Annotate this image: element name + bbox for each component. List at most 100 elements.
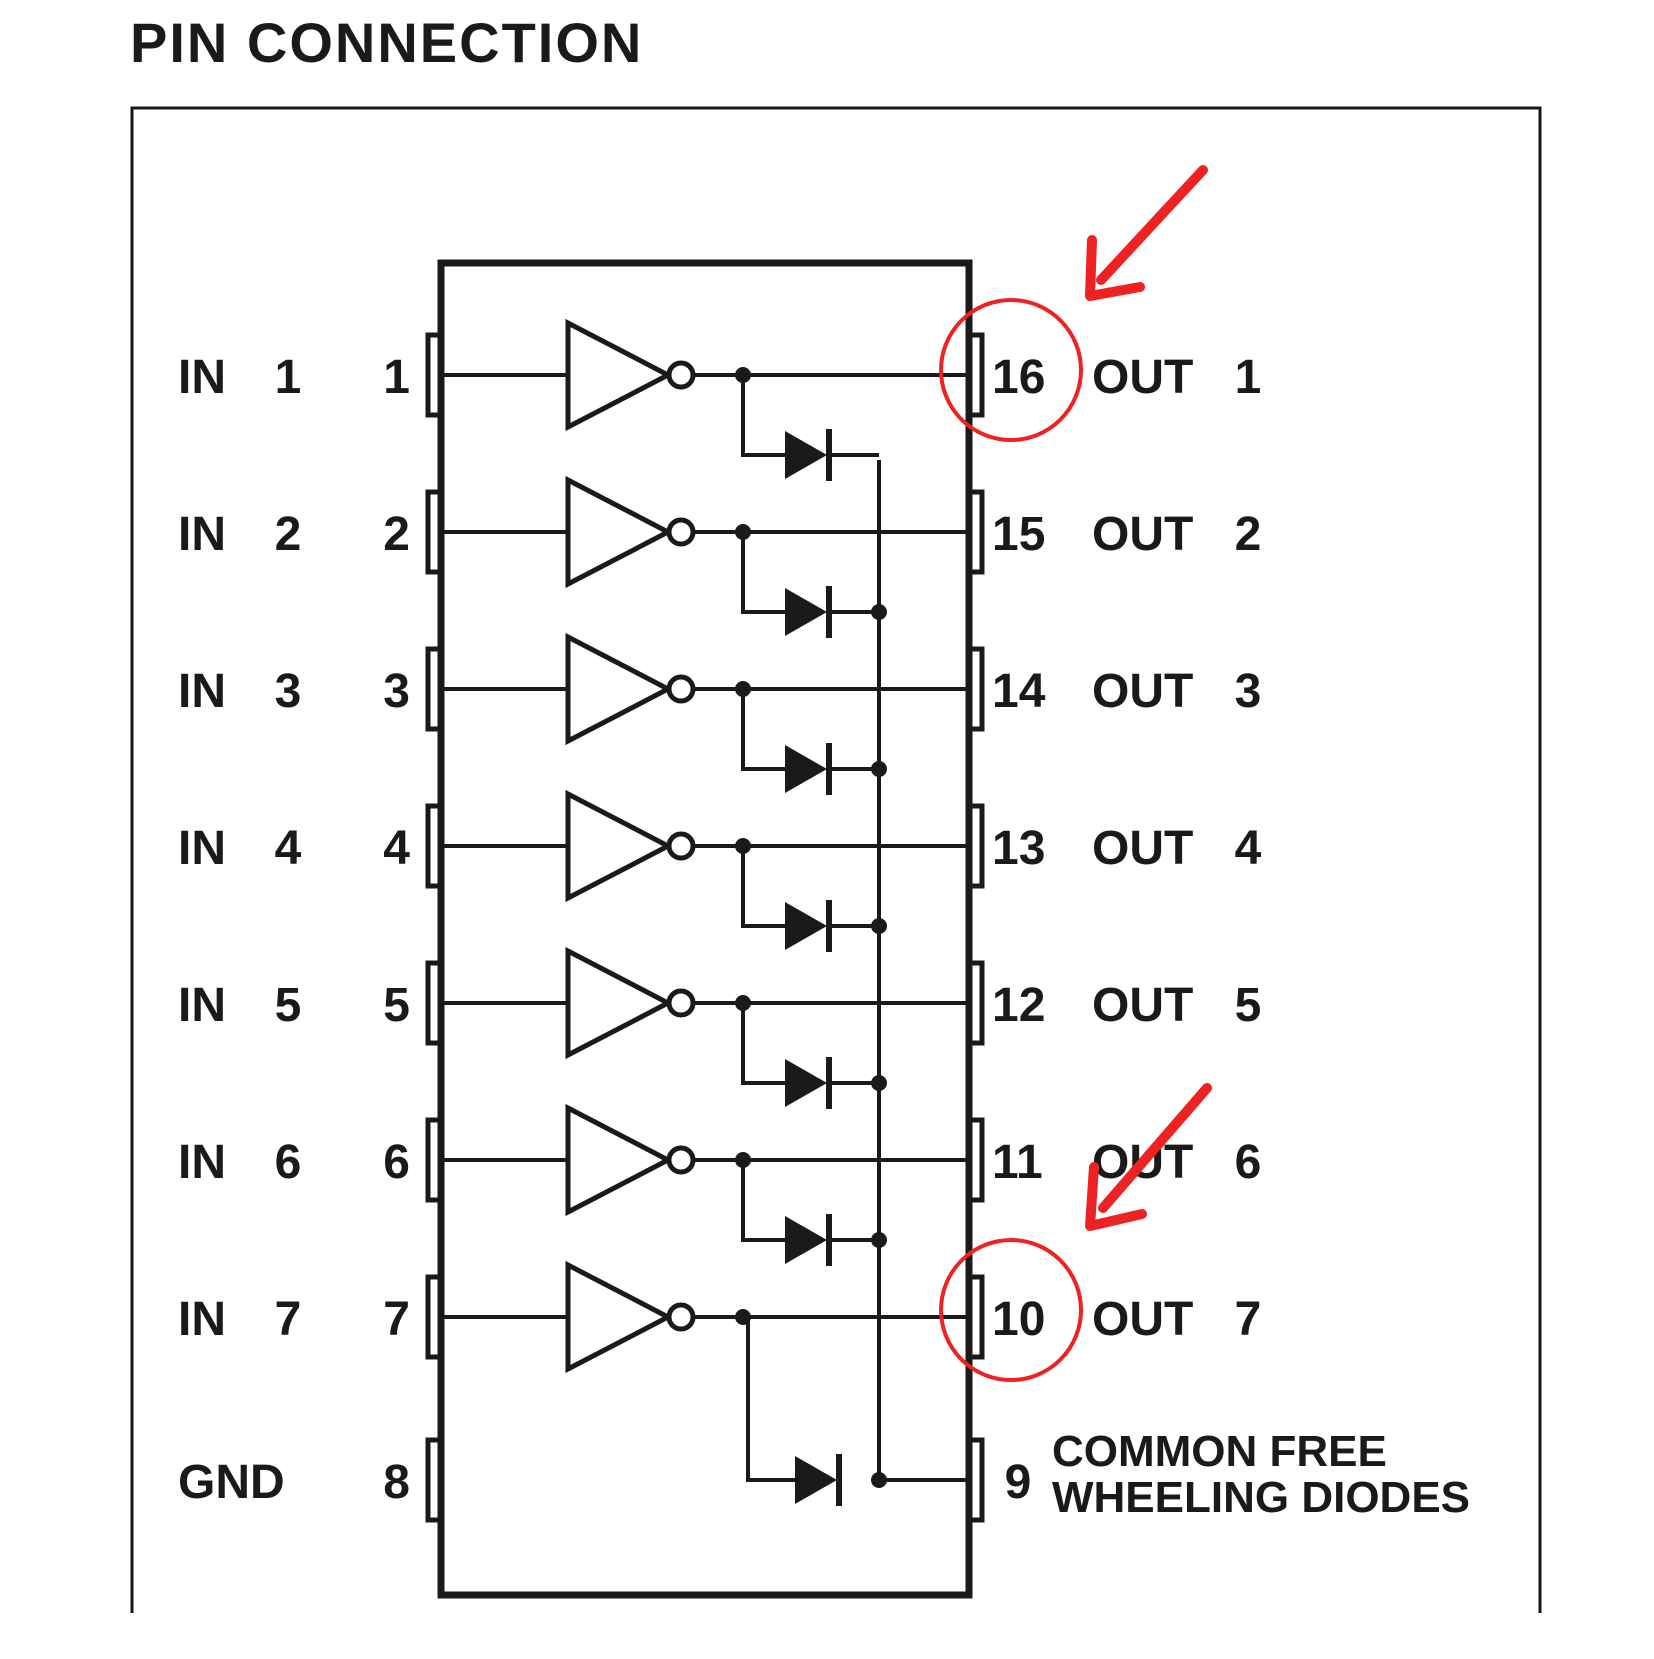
pin-name-left-7: IN [178, 1293, 226, 1346]
highlight-annotations [939, 165, 1212, 1382]
pin-name-left-6: IN [178, 1136, 226, 1189]
bus-junction [871, 761, 887, 777]
pin-stub-right-15 [966, 489, 985, 575]
diode-feed-wire [741, 846, 785, 928]
arrow-head-pin16 [1085, 235, 1145, 301]
pin-index-right-12: 5 [1235, 979, 1262, 1032]
pin-stub-left-4 [425, 803, 444, 889]
channel-6 [441, 1103, 969, 1266]
inverter-bubble [666, 831, 696, 861]
ic-package-body [437, 259, 973, 1599]
inverter-symbol [565, 632, 674, 746]
pin-name-right-15: OUT [1092, 508, 1193, 561]
inverter-bubble [666, 1302, 696, 1332]
pin-number-3: 3 [383, 665, 410, 718]
diode-feed-wire [741, 1160, 785, 1242]
pin9-label-line2: WHEELING DIODES [1052, 1473, 1470, 1522]
inverter-bubble [666, 1145, 696, 1175]
pin-stub-left-2 [425, 489, 444, 575]
pin-stub-right-12 [966, 960, 985, 1046]
pin-stub-left-1 [425, 332, 444, 418]
inverter-bubble [666, 674, 696, 704]
diode-icon [785, 588, 827, 636]
channel-2 [441, 475, 969, 638]
pin-stub-right-11 [966, 1117, 985, 1203]
inverter-bubble [666, 517, 696, 547]
pin-name-left-8: GND [178, 1456, 285, 1509]
diode-icon [785, 1059, 827, 1107]
pin-name-left-1: IN [178, 351, 226, 404]
diode-feed-wire [741, 689, 785, 771]
pin-index-left-2: 2 [275, 508, 302, 561]
pin-index-right-15: 2 [1235, 508, 1262, 561]
pin-number-1: 1 [383, 351, 410, 404]
pin-number-5: 5 [383, 979, 410, 1032]
pin-number-14: 14 [992, 665, 1046, 718]
pin-number-2: 2 [383, 508, 410, 561]
pin-stub-right-10 [966, 1274, 985, 1360]
diode-icon [785, 1216, 827, 1264]
pin-index-left-1: 1 [275, 351, 302, 404]
pin-name-right-10: OUT [1092, 1293, 1193, 1346]
arrow-head-pin10 [1085, 1162, 1147, 1231]
pin-number-8: 8 [383, 1456, 410, 1509]
pin-name-right-12: OUT [1092, 979, 1193, 1032]
channel-4 [441, 789, 969, 952]
channel-1 [441, 318, 969, 481]
pin-index-left-3: 3 [275, 665, 302, 718]
diode-feed-wire [746, 1317, 795, 1482]
arrow-shaft-pin10 [1098, 1083, 1212, 1213]
pin-number-16: 16 [992, 351, 1045, 404]
pin-number-9: 9 [1005, 1456, 1032, 1509]
pin-stub-left-7 [425, 1274, 444, 1360]
inverter-symbol [565, 789, 674, 903]
pin-name-left-3: IN [178, 665, 226, 718]
pin-number-7: 7 [383, 1293, 410, 1346]
pin-stub-right-13 [966, 803, 985, 889]
pin-number-11: 11 [992, 1136, 1043, 1189]
diode-feed-wire [741, 1003, 785, 1085]
diode-icon [785, 745, 827, 793]
pin-index-left-6: 6 [275, 1136, 302, 1189]
pin-stub-right-14 [966, 646, 985, 732]
diode-icon [785, 431, 827, 479]
pin-stub-right-16 [966, 332, 985, 418]
pin-number-10: 10 [992, 1293, 1045, 1346]
inverter-symbol [565, 1103, 674, 1217]
inverter-bubble [666, 988, 696, 1018]
bus-junction [871, 604, 887, 620]
inverter-symbol [565, 318, 674, 432]
bus-junction [871, 918, 887, 934]
pin-index-right-14: 3 [1235, 665, 1262, 718]
highlight-circle-pin16 [939, 298, 1083, 442]
pin-index-left-7: 7 [275, 1293, 302, 1346]
pin-number-12: 12 [992, 979, 1045, 1032]
diode-feed-wire [741, 532, 785, 614]
pin-name-right-16: OUT [1092, 351, 1193, 404]
inverter-symbol [565, 946, 674, 1060]
figure-frame [130, 106, 1542, 1613]
bus-junction [871, 1075, 887, 1091]
diode-icon [795, 1456, 837, 1504]
arrow-shaft-pin16 [1096, 165, 1208, 285]
pin9-label-line1: COMMON FREE [1052, 1427, 1387, 1476]
pin-stub-left-5 [425, 960, 444, 1046]
pin-stub-left-3 [425, 646, 444, 732]
pin-name-left-2: IN [178, 508, 226, 561]
pin-number-4: 4 [383, 822, 410, 875]
pin-stub-left-6 [425, 1117, 444, 1203]
channel-7 [441, 1260, 969, 1506]
pin-name-right-14: OUT [1092, 665, 1193, 718]
pin-index-right-11: 6 [1235, 1136, 1262, 1189]
inverter-bubble [666, 360, 696, 390]
highlight-circle-pin10 [939, 1238, 1083, 1382]
pin-stub-right-9 [966, 1437, 985, 1523]
pin-number-13: 13 [992, 822, 1045, 875]
diagram-title: PIN CONNECTION [130, 11, 643, 74]
diode-icon [785, 902, 827, 950]
inverter-symbol [565, 475, 674, 589]
pin-index-left-4: 4 [275, 822, 302, 875]
diode-feed-wire [741, 375, 785, 457]
